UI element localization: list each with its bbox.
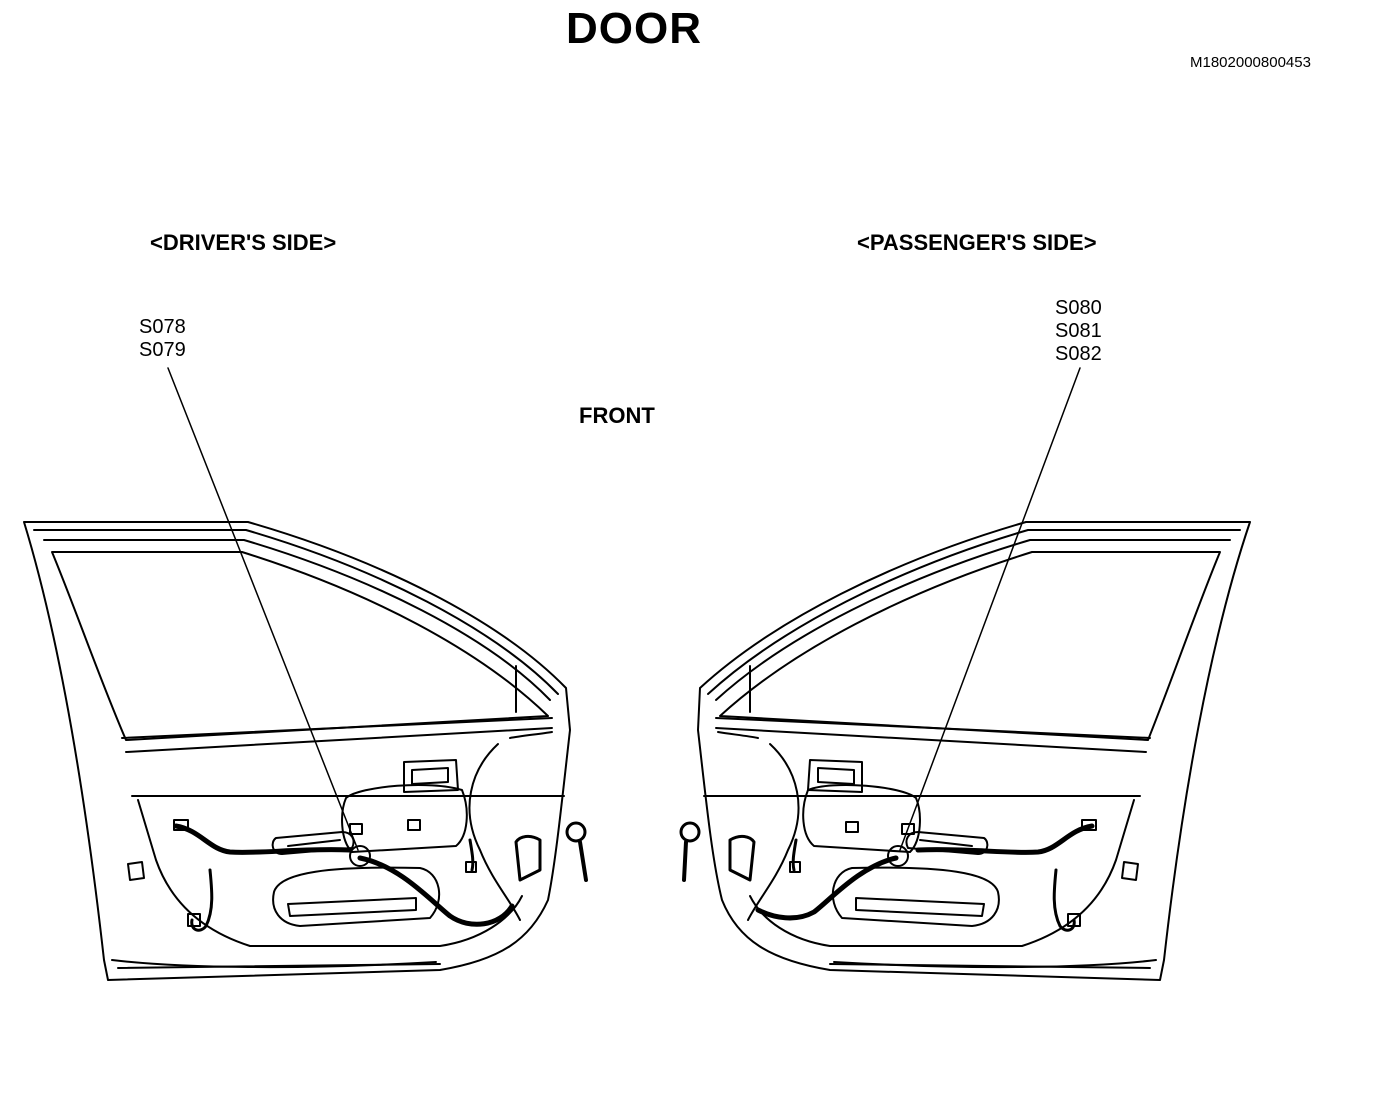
passenger-splice-codes: S080 S081 S082: [1055, 297, 1102, 366]
driver-door-pocket: [272, 866, 440, 927]
driver-door: [23, 521, 588, 981]
passenger-leader-line: [899, 367, 1081, 851]
driver-side-label: <DRIVER'S SIDE>: [150, 230, 337, 255]
front-direction-label: FRONT: [579, 403, 655, 428]
driver-inner-handle: [403, 759, 459, 793]
splice-code: S079: [139, 339, 186, 361]
passenger-window: [719, 551, 1221, 741]
passenger-door: [679, 521, 1251, 981]
splice-code: S080: [1055, 297, 1102, 319]
driver-leader-line: [167, 367, 359, 851]
passenger-side-label: <PASSENGER'S SIDE>: [857, 230, 1097, 255]
driver-armrest: [271, 831, 355, 855]
splice-code: S081: [1055, 320, 1102, 342]
driver-splice-codes: S078 S079: [139, 316, 186, 362]
passenger-splice-marker: [887, 845, 909, 867]
driver-window: [51, 551, 549, 741]
document-id: M1802000800453: [1190, 54, 1311, 71]
page-title: DOOR: [566, 4, 702, 53]
splice-code: S082: [1055, 343, 1102, 365]
passenger-door-pocket: [832, 866, 1000, 927]
driver-splice-marker: [349, 845, 371, 867]
splice-code: S078: [139, 316, 186, 338]
driver-door-outer-frame: [23, 521, 571, 981]
passenger-door-outer-frame: [697, 521, 1251, 981]
